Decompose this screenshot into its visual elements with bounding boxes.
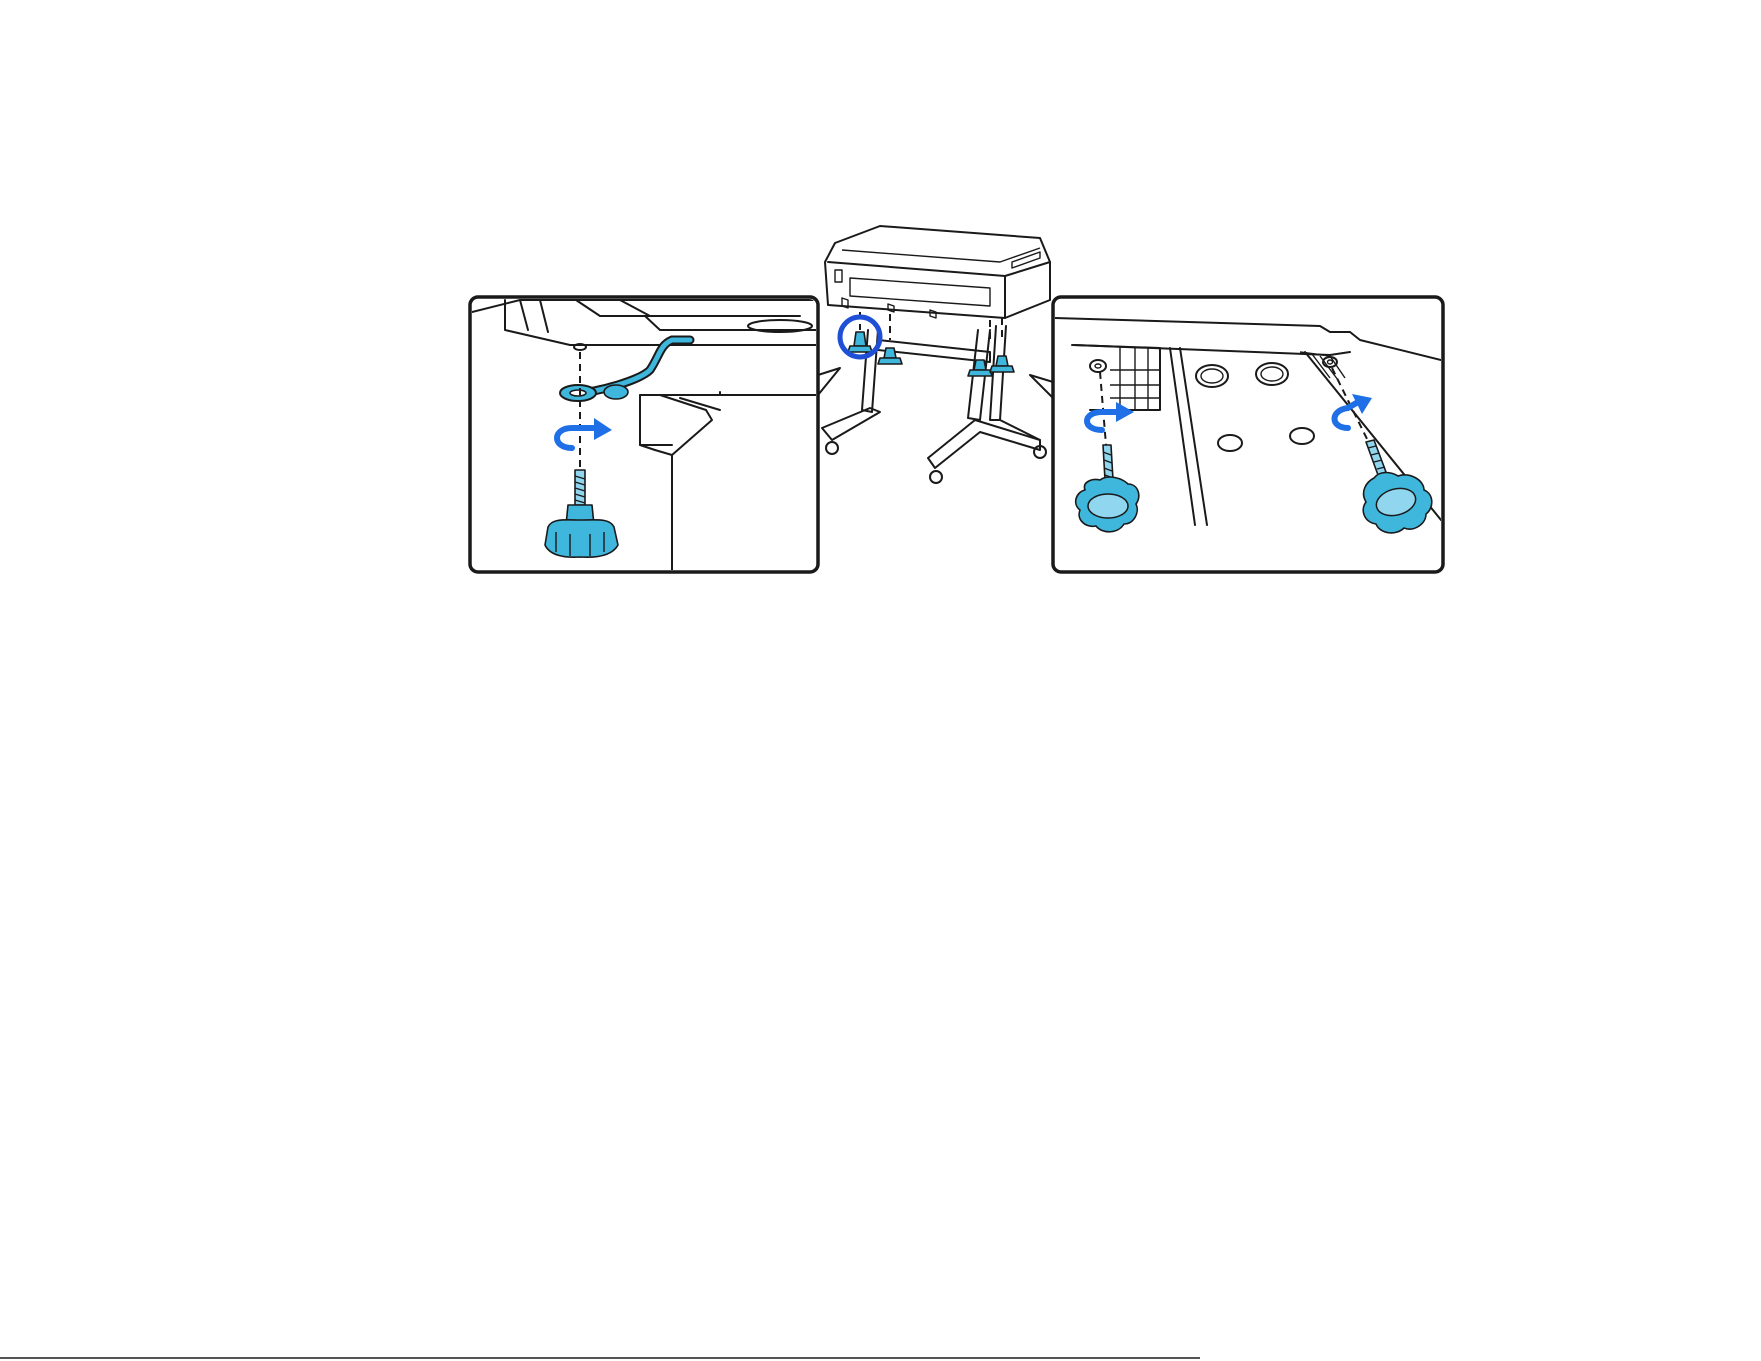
left-detail-callout [470, 297, 840, 572]
page-bottom-rule [0, 1357, 1200, 1359]
printer-icon [825, 226, 1050, 318]
printer-overview [822, 226, 1050, 483]
right-detail-callout [1030, 297, 1443, 572]
